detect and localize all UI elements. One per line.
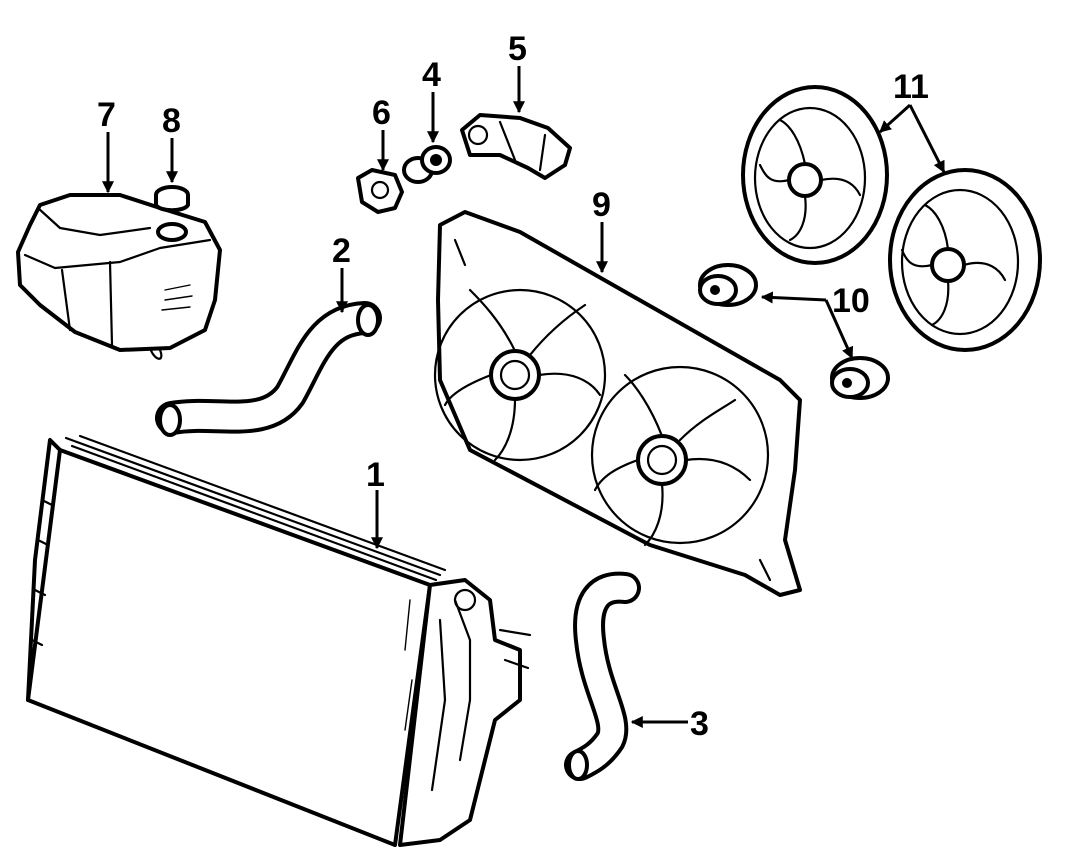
callout-label-5: 5 <box>508 30 527 68</box>
fan-blade-right <box>888 168 1042 352</box>
callout-10: 10 <box>760 282 870 360</box>
reservoir-cap <box>154 185 190 213</box>
callout-8: 8 <box>162 102 181 184</box>
callout-label-8: 8 <box>162 102 181 140</box>
callout-label-10: 10 <box>832 282 870 320</box>
callout-label-9: 9 <box>592 186 611 224</box>
fan-blade-left <box>741 85 889 265</box>
callout-label-2: 2 <box>332 232 351 270</box>
callout-7: 7 <box>97 96 116 194</box>
callout-label-1: 1 <box>366 456 385 494</box>
water-outlet-housing <box>460 113 572 180</box>
callout-label-11: 11 <box>893 68 929 106</box>
fan-motor-lower <box>830 356 890 400</box>
callout-11: 11 <box>878 68 946 174</box>
callout-2: 2 <box>332 232 351 314</box>
callout-1: 1 <box>366 456 385 550</box>
upper-radiator-hose <box>155 301 382 437</box>
thermostat <box>402 145 452 184</box>
callout-label-7: 7 <box>97 96 116 134</box>
callout-5: 5 <box>508 30 527 114</box>
callout-label-3: 3 <box>690 705 709 743</box>
callout-label-6: 6 <box>372 94 391 132</box>
lower-radiator-hose <box>564 571 641 781</box>
radiator <box>26 434 532 847</box>
callout-label-4: 4 <box>422 56 441 94</box>
fan-shroud <box>433 210 802 597</box>
callout-9: 9 <box>592 186 611 274</box>
callout-6: 6 <box>372 94 391 172</box>
callout-4: 4 <box>422 56 441 144</box>
thermostat-gasket <box>356 168 404 214</box>
fan-motor-upper <box>698 263 758 307</box>
callout-3: 3 <box>630 705 709 743</box>
coolant-reservoir <box>16 193 222 360</box>
